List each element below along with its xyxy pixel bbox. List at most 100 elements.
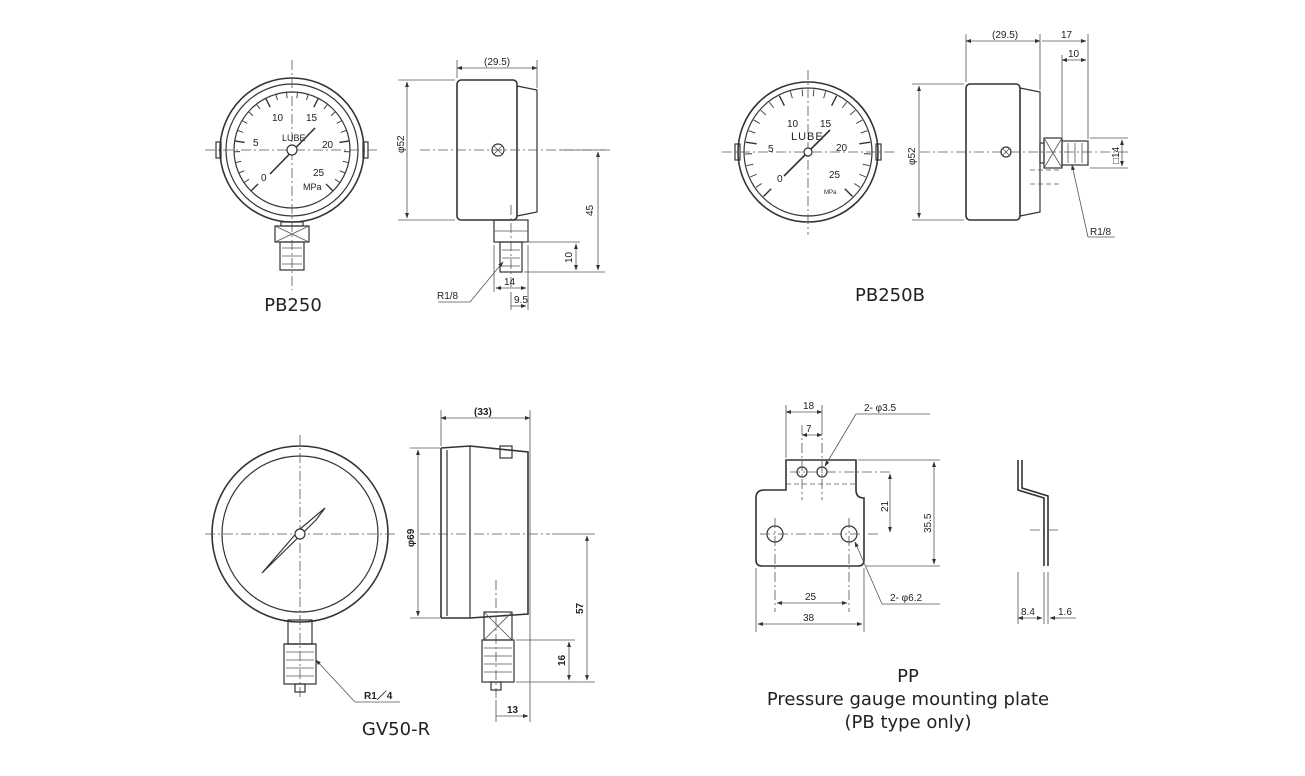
- dial-tick: [313, 98, 319, 108]
- dial-tick: [323, 103, 328, 110]
- dial-tick: [841, 101, 847, 109]
- dial-tick: [250, 183, 259, 192]
- scale-label-10: 10: [787, 119, 799, 130]
- dial-tick: [306, 94, 309, 101]
- pp-width-dim: 38: [803, 613, 815, 624]
- dial-tick: [849, 109, 856, 116]
- dial-tick: [801, 89, 804, 97]
- dial-tick: [812, 89, 815, 97]
- pb250-side-view: (29.5) φ52 45 10 14 9.5 R1/8: [396, 57, 610, 310]
- scale-label-25: 25: [829, 170, 841, 181]
- gv50r-side-view: (33) φ69 57 16 13 R1／4: [315, 407, 595, 722]
- pp-pitch-small-dim: 7: [806, 424, 812, 435]
- dial-tick: [844, 188, 854, 198]
- scale-label-25: 25: [313, 168, 325, 179]
- dial-tick: [342, 160, 349, 164]
- brand-label: LUBE: [791, 131, 824, 143]
- unit-label: MPa: [824, 190, 837, 196]
- dial-tick: [860, 130, 868, 134]
- pb250-thread-label: R1/8: [437, 291, 459, 302]
- pp-h1-dim: 21: [880, 500, 891, 512]
- pb250b-stem-dim: 10: [1068, 49, 1080, 60]
- pb250-depth-dim: (29.5): [484, 57, 510, 68]
- dial-tick: [237, 129, 244, 133]
- gv50r-height-dim: 57: [575, 602, 586, 614]
- scale-label-20: 20: [322, 140, 334, 151]
- gv50r-front-view: [205, 435, 395, 700]
- pb250b-dia-dim: φ52: [907, 147, 918, 165]
- pb250b-front-view: 0 5 10 15 20 25 LUBE MPa: [722, 70, 895, 235]
- scale-label-0: 0: [777, 174, 783, 185]
- dial-tick: [862, 163, 870, 167]
- dial-tick: [265, 98, 271, 108]
- dial-tick: [769, 101, 775, 109]
- pp-plate-side-view: 8.4 1.6: [1017, 460, 1076, 624]
- dial-tick: [859, 141, 871, 145]
- dial-tick: [234, 140, 245, 144]
- dial-tick: [855, 119, 863, 124]
- dial-tick: [748, 130, 756, 134]
- dial-tick: [241, 120, 248, 124]
- dial-tick: [746, 163, 754, 167]
- dial-tick: [330, 111, 336, 116]
- scale-label-15: 15: [820, 119, 832, 130]
- dial-tick: [823, 91, 827, 99]
- pb250-caption: PB250: [264, 295, 322, 316]
- pb250-front-view: 0 5 10 15 20 25 LUBE MPa: [205, 60, 380, 290]
- pp-width-top-dim: 18: [803, 401, 815, 412]
- pb250b-side-view: (29.5) 17 10 φ52 □14 R1/8: [907, 30, 1130, 238]
- scale-label-15: 15: [306, 113, 318, 124]
- pp-caption-title: PP: [897, 666, 919, 687]
- dial-tick: [753, 119, 761, 124]
- unit-label: MPa: [303, 182, 322, 192]
- pb250-thread-len-dim: 10: [564, 251, 575, 263]
- dial-tick: [745, 141, 757, 145]
- dial-tick: [762, 188, 772, 198]
- pp-caption-line3: (PB type only): [844, 712, 972, 733]
- dial-tick: [235, 160, 242, 164]
- dial-tick: [286, 92, 288, 99]
- dial-tick: [336, 120, 343, 124]
- pp-pitch-large-dim: 25: [805, 592, 817, 603]
- dial-tick: [296, 92, 298, 99]
- dial-tick: [760, 109, 767, 116]
- pp-h2-dim: 35.5: [923, 513, 934, 533]
- dial-tick: [778, 95, 786, 106]
- pb250-height-dim: 45: [585, 204, 596, 216]
- pb250b-hex-dim: □14: [1111, 146, 1122, 164]
- dial-tick: [275, 94, 278, 101]
- dial-tick: [243, 178, 250, 183]
- gv50r-caption: GV50-R: [361, 719, 431, 740]
- dial-tick: [339, 140, 350, 144]
- dial-tick: [340, 129, 347, 133]
- pb250-hex-dim: 14: [504, 277, 516, 288]
- pb250-dia-dim: φ52: [396, 135, 407, 153]
- gv50r-hex-dim: 13: [507, 705, 519, 716]
- dial-tick: [334, 178, 341, 183]
- dial-tick: [830, 95, 838, 106]
- pp-thickness-dim: 8.4: [1021, 607, 1035, 618]
- brand-label: LUBE: [282, 133, 306, 143]
- dial-tick: [854, 183, 861, 188]
- pb250b-thread-label: R1/8: [1090, 227, 1112, 238]
- pp-caption-line2: Pressure gauge mounting plate: [766, 689, 1050, 710]
- dial-tick: [789, 91, 793, 99]
- pp-small-holes-label: 2- φ3.5: [864, 403, 896, 414]
- scale-label-5: 5: [768, 144, 774, 155]
- dial-tick: [256, 103, 261, 110]
- gv50r-thread-len-dim: 16: [557, 654, 568, 666]
- pp-large-holes-label: 2- φ6.2: [890, 593, 922, 604]
- dial-tick: [339, 170, 346, 174]
- scale-label-20: 20: [836, 143, 848, 154]
- dial-tick: [859, 173, 866, 178]
- pp-plate-front-view: 18 7 2- φ3.5 21 35.5 25 38 2- φ6.2: [755, 401, 940, 632]
- dial-tick: [238, 170, 245, 174]
- pp-plate-dim: 1.6: [1058, 607, 1072, 618]
- scale-label-10: 10: [272, 113, 284, 124]
- gv50r-thread-label: R1／4: [364, 689, 393, 702]
- dial-tick: [755, 183, 762, 188]
- dial-tick: [750, 173, 757, 178]
- dial-tick: [248, 111, 254, 116]
- pb250b-caption: PB250B: [855, 285, 925, 306]
